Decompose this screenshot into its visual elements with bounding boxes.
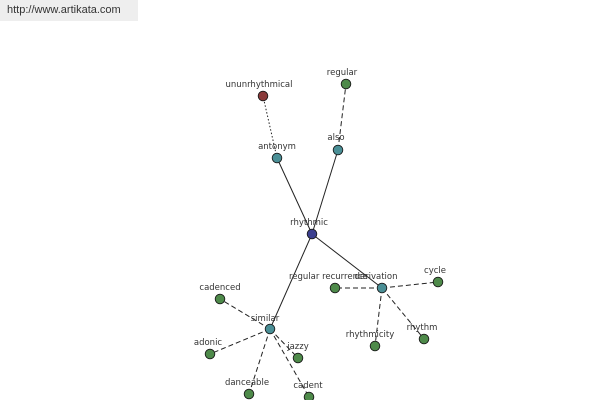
node-jazzy[interactable]: jazzy (286, 342, 309, 364)
node-label-cycle: cycle (424, 266, 446, 276)
node-also[interactable]: also (327, 133, 345, 156)
edges-layer (209, 83, 439, 398)
node-label-ununrhythmical: ununrhythmical (226, 80, 293, 90)
edge-similar-cadent (269, 328, 310, 398)
node-label-jazzy: jazzy (286, 342, 309, 352)
node-dot-regular-recurrence[interactable] (329, 282, 341, 294)
node-dot-rhythmic[interactable] (306, 228, 318, 240)
edge-derivation-rhythmicity (374, 287, 383, 347)
node-label-rhythm: rhythm (407, 323, 438, 333)
node-dot-rhythmicity[interactable] (369, 340, 381, 352)
site-url-link[interactable]: http://www.artikata.com (7, 4, 121, 16)
edge-rhythmic-antonym (276, 157, 313, 235)
node-dot-derivation[interactable] (376, 282, 388, 294)
node-dot-also[interactable] (332, 144, 344, 156)
node-danceable[interactable]: danceable (225, 378, 269, 400)
node-dot-jazzy[interactable] (292, 352, 304, 364)
node-dot-cadenced[interactable] (214, 293, 226, 305)
edge-similar-jazzy (269, 328, 299, 359)
node-label-antonym: antonym (258, 142, 296, 152)
node-ununrhythmical[interactable]: ununrhythmical (226, 80, 293, 102)
node-cadenced[interactable]: cadenced (199, 283, 241, 305)
edge-antonym-ununrhythmical (262, 95, 278, 159)
node-cadent[interactable]: cadent (293, 381, 323, 400)
node-label-derivation: derivation (354, 272, 397, 282)
node-regular-also[interactable]: regular (327, 68, 358, 90)
node-rhythmicity[interactable]: rhythmicity (346, 330, 395, 352)
node-dot-antonym[interactable] (271, 152, 283, 164)
node-similar[interactable]: similar (251, 314, 280, 335)
node-dot-adonic[interactable] (204, 348, 216, 360)
node-dot-danceable[interactable] (243, 388, 255, 400)
node-cycle[interactable]: cycle (424, 266, 446, 288)
url-bar: http://www.artikata.com (0, 0, 138, 21)
edge-rhythmic-also (311, 149, 339, 235)
node-antonym[interactable]: antonym (258, 142, 296, 164)
node-dot-regular-also[interactable] (340, 78, 352, 90)
edge-rhythmic-derivation (311, 233, 383, 289)
node-label-rhythmicity: rhythmicity (346, 330, 395, 340)
node-dot-rhythm[interactable] (418, 333, 430, 345)
node-rhythmic[interactable]: rhythmic (290, 218, 328, 240)
node-derivation[interactable]: derivation (354, 272, 398, 294)
node-label-cadenced: cadenced (199, 283, 240, 293)
node-label-cadent: cadent (293, 381, 323, 391)
edge-similar-adonic (209, 328, 271, 355)
edge-derivation-rhythm (381, 287, 425, 340)
edge-similar-danceable (248, 328, 271, 395)
node-adonic[interactable]: adonic (194, 338, 223, 360)
node-rhythm[interactable]: rhythm (407, 323, 438, 345)
edge-similar-cadenced (219, 298, 271, 330)
edge-rhythmic-similar (269, 233, 313, 330)
edge-also-regular-also (337, 83, 347, 151)
node-dot-ununrhythmical[interactable] (257, 90, 269, 102)
node-label-similar: similar (251, 314, 280, 324)
node-regular-recurrence[interactable]: regular recurrence (289, 272, 368, 294)
edge-derivation-cycle (381, 281, 439, 289)
node-label-adonic: adonic (194, 338, 223, 348)
node-label-regular-also: regular (327, 68, 358, 78)
node-dot-cadent[interactable] (303, 391, 315, 400)
node-dot-similar[interactable] (264, 323, 276, 335)
node-label-also: also (327, 133, 344, 143)
node-dot-cycle[interactable] (432, 276, 444, 288)
node-label-regular-recurrence: regular recurrence (289, 272, 368, 282)
node-label-danceable: danceable (225, 378, 269, 388)
node-label-rhythmic: rhythmic (290, 218, 328, 228)
nodes-layer: rhythmic antonym also similar derivation unun… (194, 68, 446, 400)
